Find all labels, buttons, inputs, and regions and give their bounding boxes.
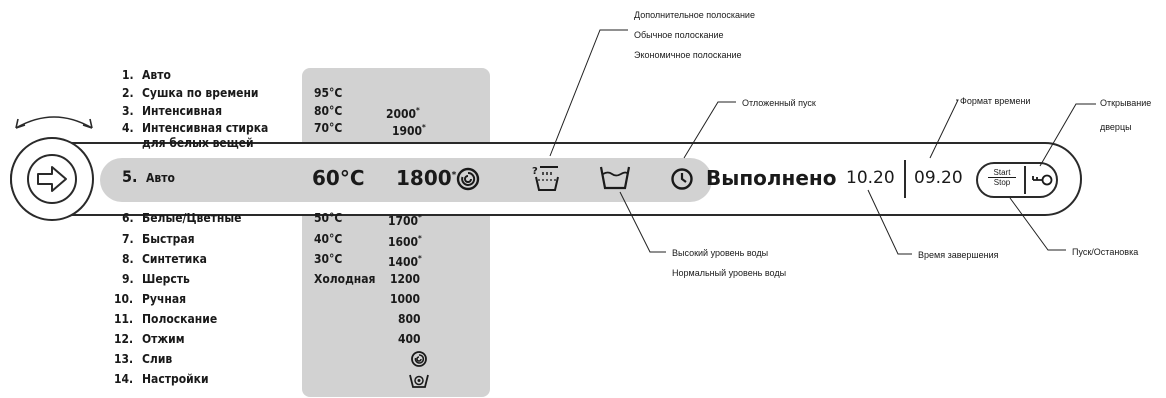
program-10[interactable]: 10.Ручная <box>114 292 187 306</box>
start-stop-label: Start Stop <box>988 168 1016 187</box>
button-divider <box>1024 166 1026 194</box>
speed-1900: 1900* <box>392 123 426 138</box>
rinse-icon[interactable]: ? <box>530 163 564 193</box>
leader-time-format <box>929 99 959 159</box>
arrow-right-icon <box>37 166 67 192</box>
key-icon[interactable] <box>1030 170 1054 190</box>
clock-time: 09.20 <box>914 168 963 188</box>
speed-1200: 1200 <box>390 272 421 286</box>
speed-1000: 1000 <box>390 292 421 306</box>
annotation-extra-rinse: Дополнительное полоскание <box>634 10 755 20</box>
program-4-line2: для белых вещей <box>142 136 254 150</box>
annotation-delay: Отложенный пуск <box>742 98 816 108</box>
annotation-normal-water: Нормальный уровень воды <box>672 268 787 278</box>
temperature-speed-panel <box>302 68 490 397</box>
program-5-selected[interactable]: 5.Авто <box>122 167 175 186</box>
temp-30: 30°C <box>314 252 343 266</box>
stop-label: Stop <box>993 178 1011 187</box>
selected-program-highlight <box>100 158 712 202</box>
leader-delay <box>683 101 736 159</box>
temp-50: 50°C <box>314 211 343 225</box>
rotate-arrows-icon <box>15 116 93 129</box>
speed-800: 800 <box>398 312 421 326</box>
program-3[interactable]: 3.Интенсивная <box>122 104 223 118</box>
annotation-start-stop: Пуск/Остановка <box>1072 247 1139 257</box>
program-1[interactable]: 1.Авто <box>122 68 171 82</box>
leader-end-time <box>867 189 912 255</box>
water-level-icon[interactable] <box>598 165 632 191</box>
program-4[interactable]: 4.Интенсивная стирка <box>122 121 269 135</box>
leader-start-stop <box>1009 197 1066 251</box>
program-knob-inner[interactable] <box>27 154 77 204</box>
program-12[interactable]: 12.Отжим <box>114 332 185 346</box>
temp-95: 95°C <box>314 86 343 100</box>
speed-1600: 1600* <box>388 234 422 249</box>
temp-40: 40°C <box>314 232 343 246</box>
annotation-door-open: Открывание <box>1100 98 1152 108</box>
speed-400: 400 <box>398 332 421 346</box>
settings-tub-icon <box>409 374 429 388</box>
program-13[interactable]: 13.Слив <box>114 352 173 366</box>
program-14[interactable]: 14.Настройки <box>114 372 209 386</box>
leader-door <box>1039 103 1096 167</box>
annotation-eco-rinse: Экономичное полоскание <box>634 50 742 60</box>
temp-cold: Холодная <box>314 272 376 286</box>
temp-70: 70°C <box>314 121 343 135</box>
svg-text:?: ? <box>532 166 538 177</box>
spin-icon <box>456 167 480 191</box>
time-divider <box>904 160 906 198</box>
speed-1400: 1400* <box>388 254 422 269</box>
leader-water <box>619 191 666 253</box>
speed-selected: 1800* <box>396 166 457 190</box>
program-6[interactable]: 6.Белые/Цветные <box>122 211 242 225</box>
clock-icon[interactable] <box>670 167 694 191</box>
program-2[interactable]: 2.Сушка по времени <box>122 86 259 100</box>
program-9[interactable]: 9.Шерсть <box>122 272 190 286</box>
end-time: 10.20 <box>846 168 895 188</box>
temp-80: 80°C <box>314 104 343 118</box>
status-text: Выполнено <box>706 166 837 190</box>
annotation-high-water: Высокий уровень воды <box>672 248 769 258</box>
drain-spin-icon <box>411 351 427 367</box>
annotation-end-time: Время завершения <box>918 250 999 260</box>
program-11[interactable]: 11.Полоскание <box>114 312 218 326</box>
annotation-time-format: Формат времени <box>960 96 1031 106</box>
program-8[interactable]: 8.Синтетика <box>122 252 207 266</box>
program-7[interactable]: 7.Быстрая <box>122 232 195 246</box>
temp-selected: 60°C <box>312 166 365 190</box>
start-label: Start <box>988 168 1016 178</box>
leader-rinse <box>549 29 628 157</box>
start-stop-button[interactable] <box>976 162 1058 198</box>
annotation-normal-rinse: Обычное полоскание <box>634 30 724 40</box>
speed-1700: 1700* <box>388 213 422 228</box>
annotation-door-open-2: дверцы <box>1100 122 1132 132</box>
speed-2000: 2000* <box>386 106 420 121</box>
